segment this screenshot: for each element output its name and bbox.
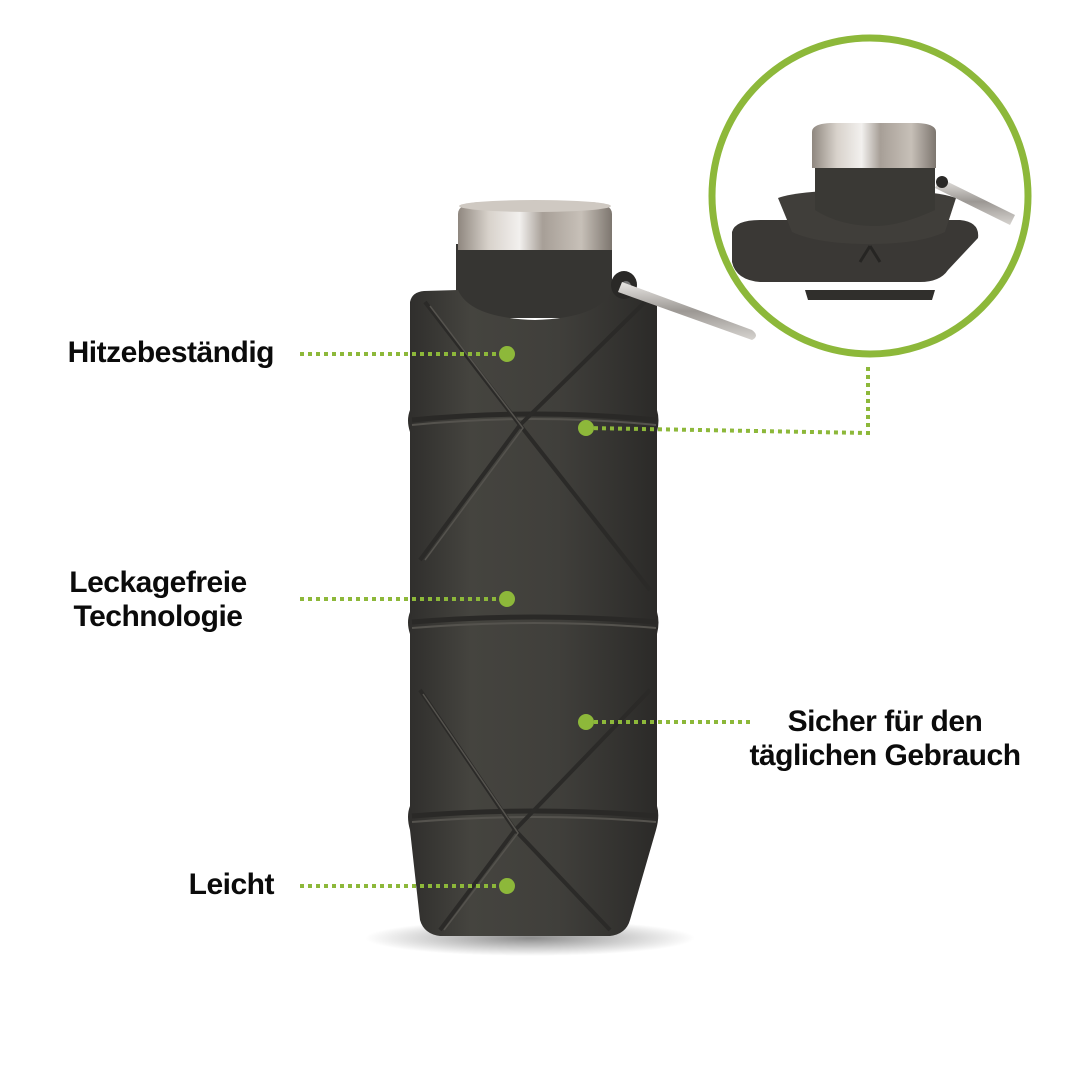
carabiner [611, 271, 756, 340]
bottle-body [408, 290, 659, 936]
callout-dots [499, 346, 594, 894]
feature-label-heat-resistant: Hitzebeständig [67, 336, 275, 369]
callout-connectors [300, 352, 870, 888]
inset-folded-bottle [708, 34, 1032, 358]
feature-label-lightweight: Leicht [188, 868, 275, 901]
bottle-neck [456, 244, 612, 318]
dot-leck [499, 591, 515, 607]
bottle [408, 200, 659, 936]
feature-label-leakproof: Leckagefreie Technologie [40, 566, 276, 634]
feature-label-daily-safe-line1: Sicher für den [787, 705, 983, 738]
feature-label-leakproof-line2: Technologie [73, 600, 243, 633]
dot-faltbar [578, 420, 594, 436]
feature-label-daily-safe-line2: täglichen Gebrauch [749, 739, 1021, 772]
bottle-cap [458, 202, 612, 250]
dot-hitze [499, 346, 515, 362]
dot-sicher [578, 714, 594, 730]
dot-leicht [499, 878, 515, 894]
feature-label-daily-safe: Sicher für den täglichen Gebrauch [730, 705, 1040, 773]
feature-label-leakproof-line1: Leckagefreie [69, 566, 247, 599]
